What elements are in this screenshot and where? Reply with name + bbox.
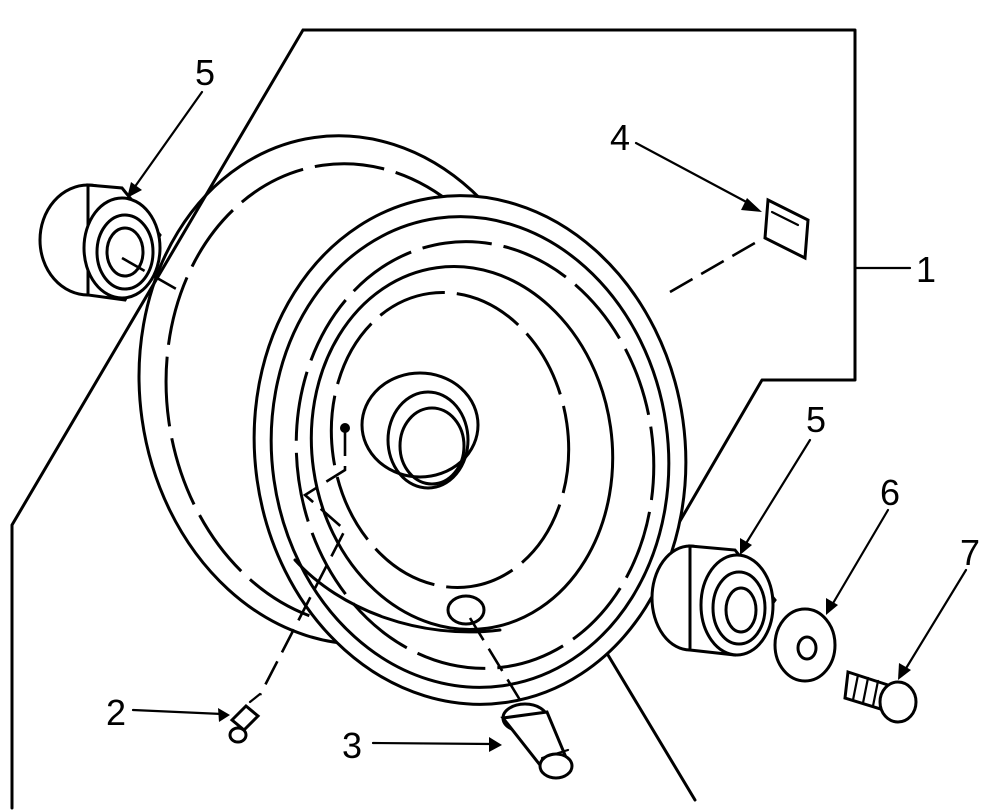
grease-fitting (228, 423, 350, 744)
callout-1: 1 (916, 249, 936, 290)
bolt (843, 670, 918, 724)
callout-2: 2 (106, 692, 126, 733)
hub-bore (360, 371, 480, 490)
callout-5-lower: 5 (806, 399, 826, 440)
washer (773, 607, 837, 683)
callout-5-upper: 5 (195, 52, 215, 93)
valve-stem (468, 617, 574, 780)
callout-4: 4 (610, 117, 630, 158)
bearing-lower (650, 544, 777, 657)
wheel-rim (137, 134, 688, 706)
callout-6: 6 (880, 472, 900, 513)
callout-7: 7 (960, 532, 980, 573)
leader-lines (127, 90, 968, 752)
bearing-upper (38, 183, 179, 302)
valve-hole (446, 594, 486, 626)
callout-3: 3 (342, 725, 362, 766)
label-plate (669, 197, 810, 294)
